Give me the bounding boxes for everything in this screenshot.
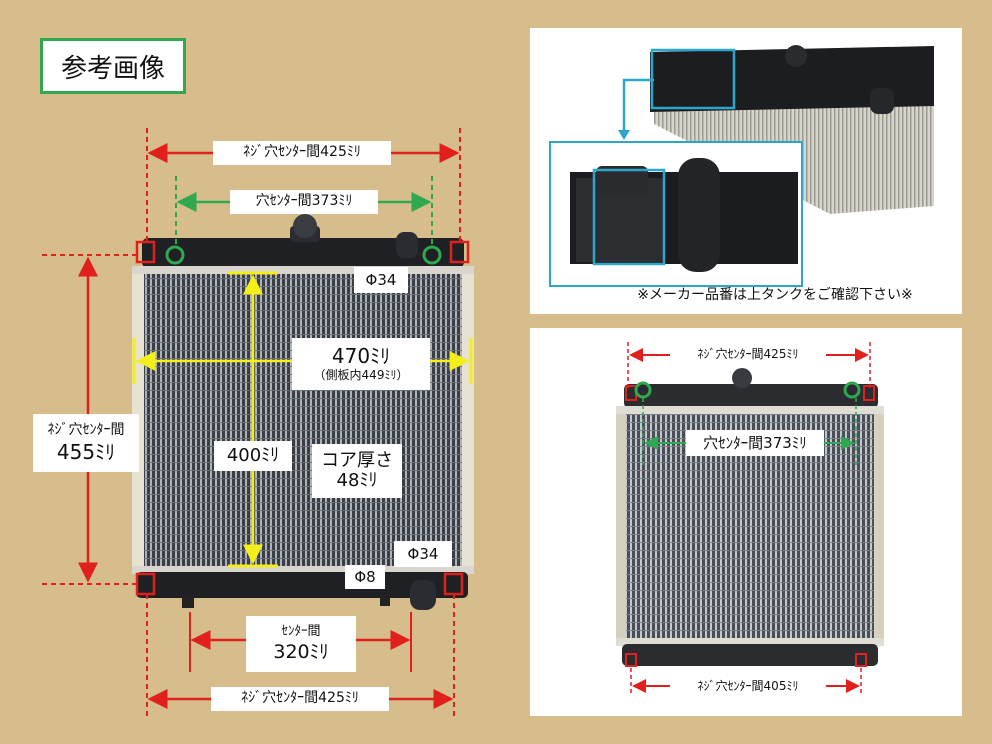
radiator-core bbox=[144, 274, 462, 568]
upper-hose-pipe bbox=[396, 232, 418, 258]
photo-top-width-label: ﾈｼﾞ穴ｾﾝﾀｰ間425ﾐﾘ bbox=[670, 344, 826, 366]
side-height-label: ﾈｼﾞ穴ｾﾝﾀｰ間 455ﾐﾘ bbox=[33, 414, 139, 472]
maker-part-number-note: ※メーカー品番は上タンクをご確認下さい※ bbox=[637, 287, 913, 304]
page-title: 参考画像 bbox=[40, 38, 186, 94]
width-label: 470ﾐﾘ （側板内449ﾐﾘ） bbox=[292, 338, 430, 390]
tank-closeup-graphics bbox=[549, 45, 934, 287]
top-hole-center-label: 穴ｾﾝﾀｰ間373ﾐﾘ bbox=[230, 190, 378, 214]
lower-tank bbox=[136, 572, 468, 598]
core-height-label: 400ﾐﾘ bbox=[214, 441, 292, 471]
top-width-label: ﾈｼﾞ穴ｾﾝﾀｰ間425ﾐﾘ bbox=[213, 141, 391, 165]
core-thickness-line2: 48ﾐﾘ bbox=[336, 470, 378, 491]
bottom-center-line1: ｾﾝﾀｰ間 bbox=[281, 624, 321, 640]
upper-tank bbox=[142, 238, 464, 268]
phi-bottom-small-label: Φ8 bbox=[345, 565, 385, 589]
bottom-center-label: ｾﾝﾀｰ間 320ﾐﾘ bbox=[246, 616, 356, 672]
width-sub: （側板内449ﾐﾘ） bbox=[313, 368, 409, 383]
bottom-center-line2: 320ﾐﾘ bbox=[273, 640, 329, 663]
bottom-right-photo-panel: ﾈｼﾞ穴ｾﾝﾀｰ間425ﾐﾘ 穴ｾﾝﾀｰ間373ﾐﾘ ﾈｼﾞ穴ｾﾝﾀｰ間405ﾐ… bbox=[530, 328, 962, 716]
photo-bottom-width-label: ﾈｼﾞ穴ｾﾝﾀｰ間405ﾐﾘ bbox=[670, 676, 826, 698]
side-height-line1: ﾈｼﾞ穴ｾﾝﾀｰ間 bbox=[47, 422, 125, 439]
top-right-photo-panel: ※メーカー品番は上タンクをご確認下さい※ bbox=[530, 28, 962, 314]
side-height-line2: 455ﾐﾘ bbox=[56, 439, 116, 464]
photo-hole-center-label: 穴ｾﾝﾀｰ間373ﾐﾘ bbox=[686, 430, 824, 456]
phi-top-label: Φ34 bbox=[354, 267, 408, 293]
lower-hose-pipe bbox=[410, 580, 436, 610]
width-main: 470ﾐﾘ bbox=[331, 344, 391, 369]
radiator-front-graphics bbox=[616, 342, 884, 696]
core-thickness-label: コア厚さ 48ﾐﾘ bbox=[312, 444, 402, 498]
right-side-plate bbox=[462, 274, 474, 568]
bottom-width-label: ﾈｼﾞ穴ｾﾝﾀｰ間425ﾐﾘ bbox=[211, 687, 389, 711]
core-thickness-line1: コア厚さ bbox=[321, 450, 393, 472]
phi-bottom-right-label: Φ34 bbox=[394, 541, 452, 567]
